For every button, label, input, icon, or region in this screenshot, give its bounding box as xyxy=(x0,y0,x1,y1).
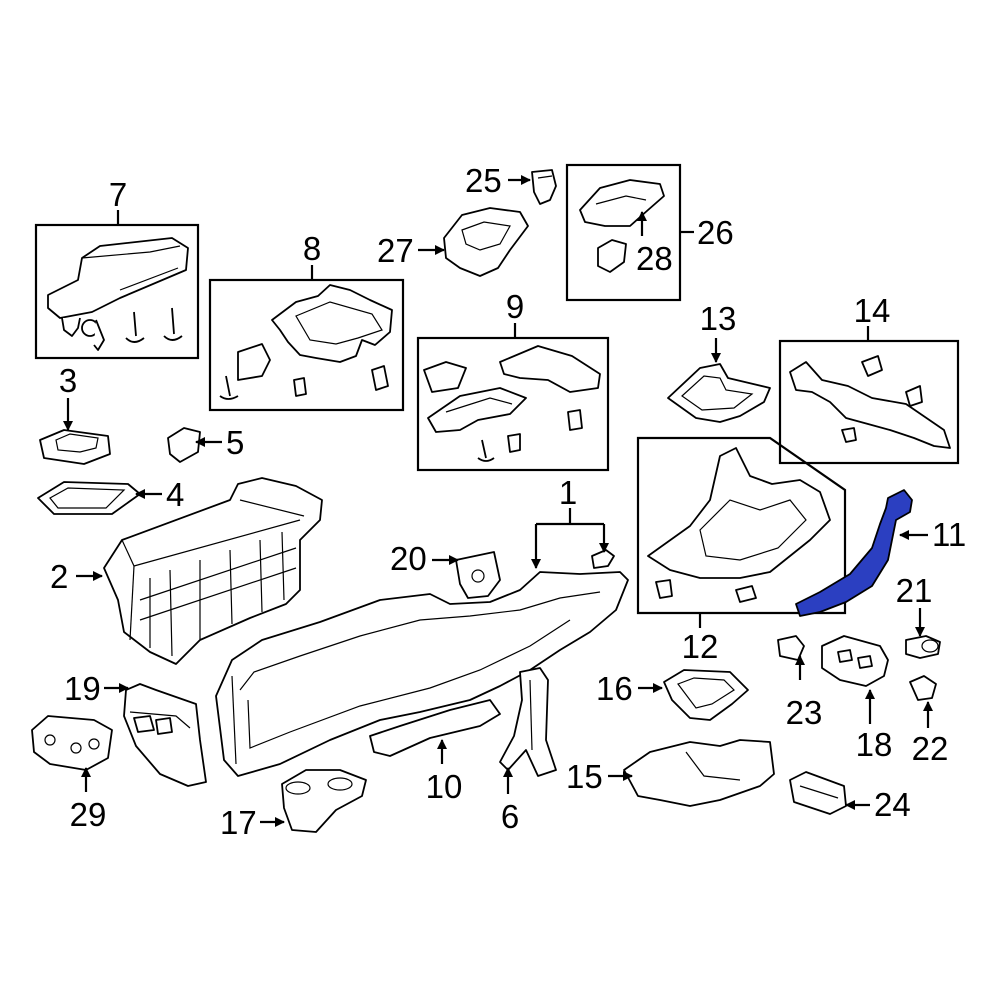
part-1-console-body[interactable] xyxy=(215,571,629,777)
callout-14: 14 xyxy=(854,292,891,329)
callout-15: 15 xyxy=(566,758,603,795)
part-19-side-cover[interactable] xyxy=(123,683,207,787)
callout-12: 12 xyxy=(682,628,719,665)
part-12-panel[interactable] xyxy=(647,447,831,603)
part-20-clip-plate[interactable] xyxy=(455,551,501,599)
part-28-switch[interactable] xyxy=(597,239,627,273)
callout-27: 27 xyxy=(377,232,414,269)
callout-21: 21 xyxy=(896,572,933,609)
callout-9: 9 xyxy=(506,288,524,325)
part-13-bezel[interactable] xyxy=(667,363,771,423)
part-1-clip[interactable] xyxy=(591,549,615,569)
part-25-clip[interactable] xyxy=(531,169,557,205)
part-21-cap[interactable] xyxy=(905,635,941,659)
part-27-shift-housing[interactable] xyxy=(443,207,529,277)
callout-20: 20 xyxy=(390,540,427,577)
group-box-8 xyxy=(208,278,405,412)
callout-29: 29 xyxy=(70,796,107,833)
callout-18: 18 xyxy=(856,726,893,763)
callout-17: 17 xyxy=(220,804,257,841)
callout-13: 13 xyxy=(700,300,737,337)
part-4-mat[interactable] xyxy=(37,481,141,515)
part-29-switch-module[interactable] xyxy=(31,715,113,771)
callout-6: 6 xyxy=(501,798,519,835)
callout-25: 25 xyxy=(465,162,502,199)
callout-5: 5 xyxy=(226,424,244,461)
callout-19: 19 xyxy=(64,670,101,707)
callout-26: 26 xyxy=(697,214,734,251)
callout-10: 10 xyxy=(426,768,463,805)
callout-28: 28 xyxy=(636,240,673,277)
part-7-armrest-lid[interactable] xyxy=(47,237,189,351)
part-8-shift-bracket[interactable] xyxy=(219,284,393,400)
part-6-bracket[interactable] xyxy=(499,667,557,777)
callout-24: 24 xyxy=(874,786,911,823)
leader-1 xyxy=(536,508,604,526)
callout-7: 7 xyxy=(109,176,127,213)
part-14-bracket[interactable] xyxy=(789,355,951,449)
callout-23: 23 xyxy=(786,694,823,731)
callout-16: 16 xyxy=(596,670,633,707)
part-10-garnish[interactable] xyxy=(369,699,501,757)
part-18-switch-panel[interactable] xyxy=(821,635,889,687)
part-17-cup-holder[interactable] xyxy=(281,769,367,833)
callout-22: 22 xyxy=(912,730,949,767)
group-box-9 xyxy=(416,336,610,472)
part-24-outlet[interactable] xyxy=(789,771,847,815)
part-26-switch-assembly[interactable] xyxy=(579,179,665,227)
part-9-shift-trim[interactable] xyxy=(423,345,601,462)
callout-2: 2 xyxy=(50,558,68,595)
part-15-duct[interactable] xyxy=(623,739,775,807)
part-22-clip[interactable] xyxy=(909,675,937,701)
callout-4: 4 xyxy=(166,476,184,513)
callout-3: 3 xyxy=(59,362,77,399)
part-23-clip[interactable] xyxy=(777,635,805,661)
part-5-button[interactable] xyxy=(167,427,201,463)
part-11-trim-strip[interactable] xyxy=(795,489,913,617)
part-3-tray[interactable] xyxy=(39,429,111,465)
callout-8: 8 xyxy=(303,230,321,267)
part-16-mat[interactable] xyxy=(663,669,749,721)
callout-11: 11 xyxy=(932,516,966,553)
callout-1: 1 xyxy=(559,474,577,511)
group-box-12 xyxy=(636,436,847,615)
part-2-storage-box[interactable] xyxy=(103,477,323,665)
